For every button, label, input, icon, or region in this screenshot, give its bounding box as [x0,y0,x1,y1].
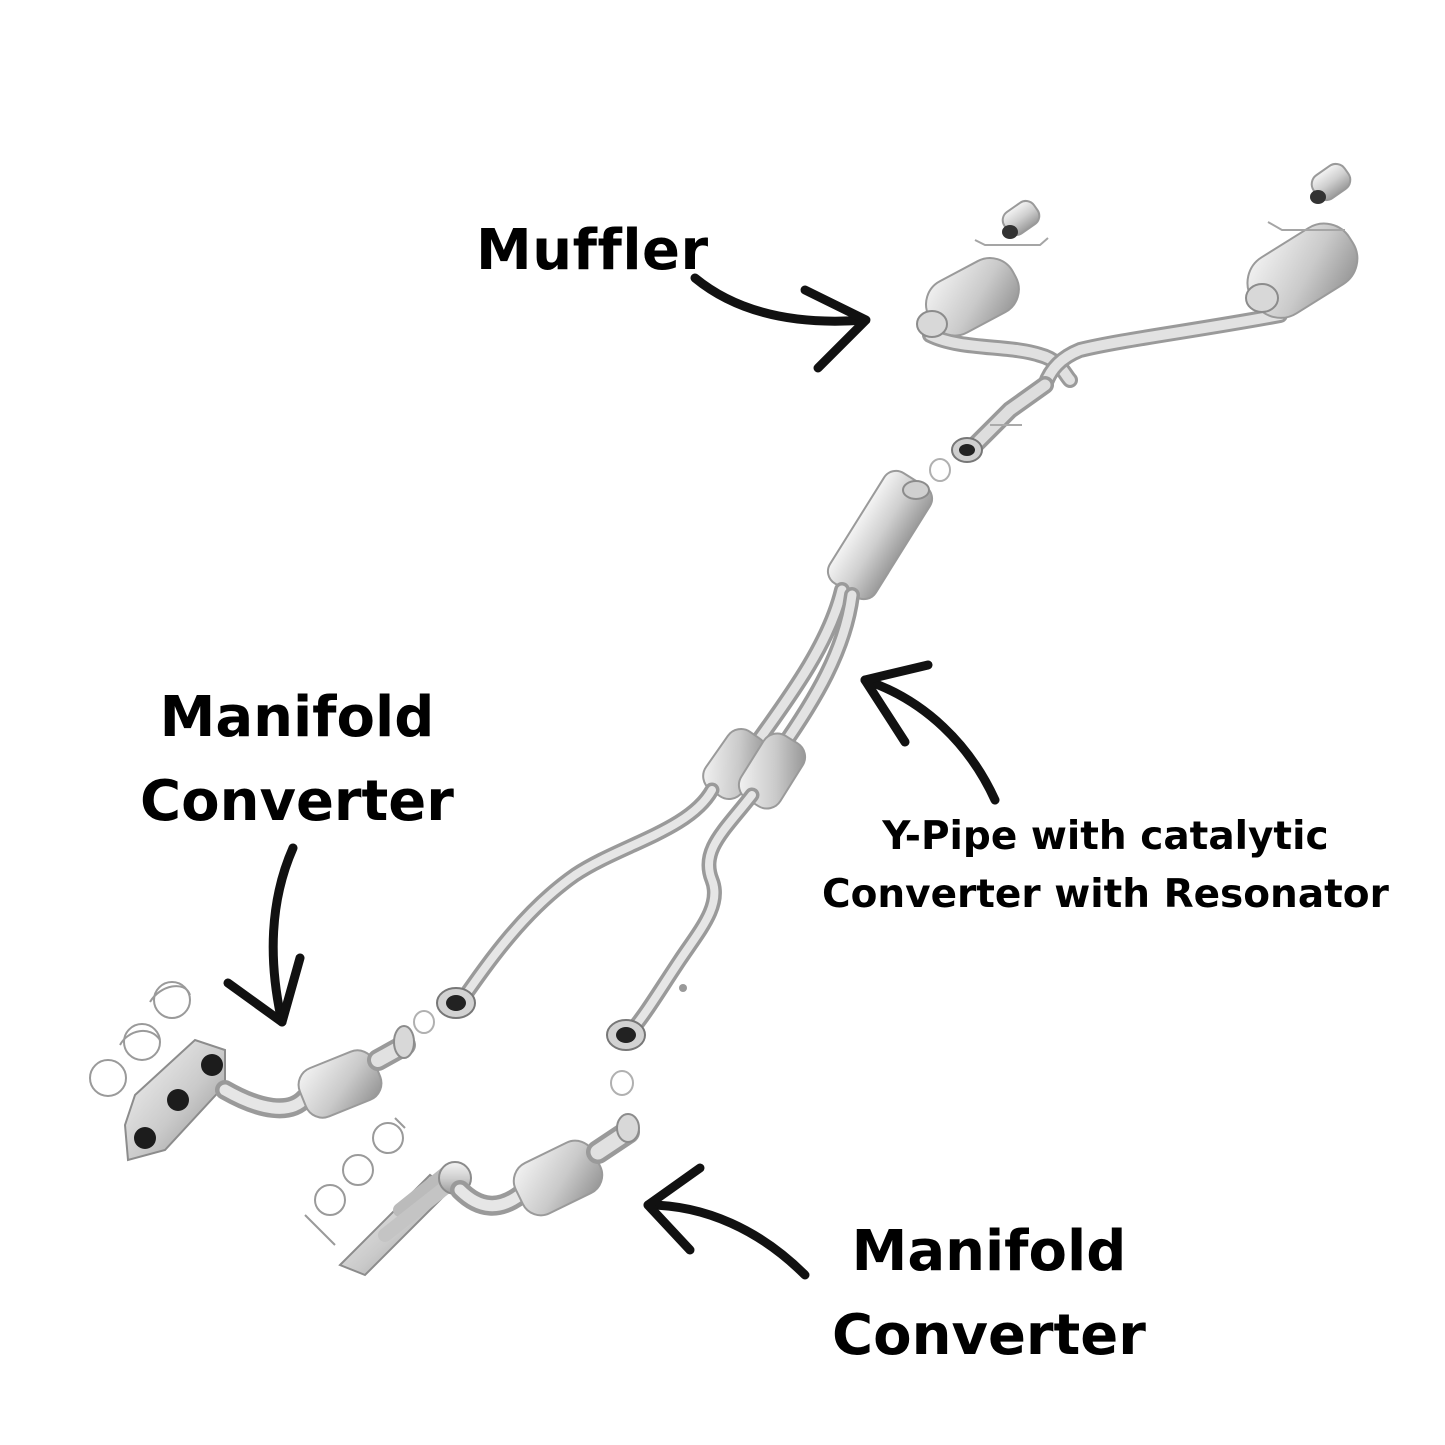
manifold-left-line1: Manifold [159,685,435,750]
ypipe-line2: Converter with Resonator [822,872,1389,917]
manifold-converter-bottom [304,1113,640,1277]
ypipe-line1: Y-Pipe with catalytic [882,814,1329,859]
ypipe-label: Y-Pipe with catalytic Converter with Res… [822,808,1389,924]
manifold-left-line2: Converter [140,769,454,834]
rear-muffler-assembly [916,162,1359,482]
annotation-arrows [223,273,1000,1280]
manifold-bottom-arrow [643,1163,810,1280]
manifold-bottom-line1: Manifold [851,1219,1127,1284]
ypipe-arrow [860,660,1000,805]
rear-gasket [929,458,951,482]
left-muffler [916,257,1020,338]
manifold-bottom-line2: Converter [832,1303,1146,1368]
left-exhaust-tip [974,199,1049,246]
right-muffler [1245,222,1359,319]
muffler-label: Muffler [476,218,709,283]
manifold-converter-left-label: Manifold Converter [140,676,454,844]
manifold-converter-left [89,981,416,1162]
right-exhaust-tip [1267,162,1352,231]
manifold-gasket-bottom [304,1117,406,1246]
ypipe-catalytic-resonator [413,469,934,1096]
manifold-converter-bottom-label: Manifold Converter [832,1210,1146,1378]
muffler-arrow [690,273,871,373]
manifold-left-arrow [223,843,305,1027]
manifold-gasket-left [89,981,191,1097]
